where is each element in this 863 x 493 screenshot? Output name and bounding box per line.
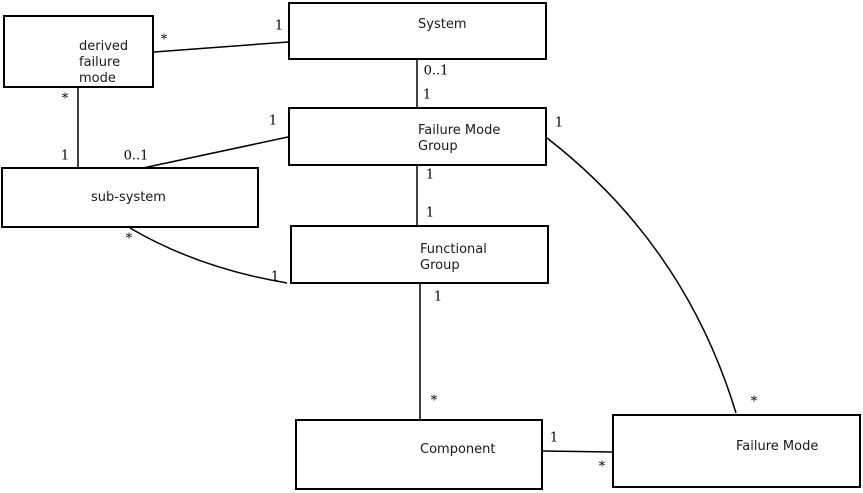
node-label-component: Component <box>420 442 495 458</box>
multiplicity-label-sub-system--functional-group-0: * <box>126 232 133 247</box>
node-label-line: Group <box>420 258 460 273</box>
multiplicity-label-failure-mode-group--functional-group-1: 1 <box>426 206 434 221</box>
multiplicity-label-functional-group--component-0: 1 <box>434 290 442 305</box>
multiplicity-label-component--failure-mode-0: 1 <box>550 431 558 446</box>
multiplicity-label-derived-failure-mode--system-1: 1 <box>275 19 283 34</box>
edge-component--failure-mode <box>542 450 613 453</box>
node-failure-mode-group <box>288 107 547 166</box>
edge-failure-mode-group--failure-mode <box>546 137 737 414</box>
edge-sub-system--functional-group <box>129 227 288 284</box>
multiplicity-label-sub-system--functional-group-1: 1 <box>271 270 279 285</box>
multiplicity-label-sub-system--failure-mode-group-1: 1 <box>269 114 277 129</box>
node-label-line: mode <box>79 71 116 86</box>
node-label-line: System <box>418 17 467 32</box>
node-label-line: Functional <box>420 242 487 257</box>
multiplicity-label-component--failure-mode-1: * <box>599 460 606 475</box>
node-label-line: Component <box>420 442 496 457</box>
multiplicity-label-derived-failure-mode--sub-system-0: * <box>62 92 69 107</box>
multiplicity-label-sub-system--failure-mode-group-0: 0..1 <box>124 149 149 164</box>
node-system <box>288 2 547 60</box>
node-label-line: Group <box>418 139 458 154</box>
multiplicity-label-derived-failure-mode--sub-system-1: 1 <box>61 149 69 164</box>
multiplicity-label-functional-group--component-1: * <box>431 394 438 409</box>
node-label-failure-mode: Failure Mode <box>736 439 818 455</box>
edge-derived-failure-mode--system <box>153 41 289 53</box>
node-label-line: failure <box>79 55 121 70</box>
multiplicity-label-derived-failure-mode--system-0: * <box>161 33 168 48</box>
node-label-sub-system: sub-system <box>91 190 166 206</box>
multiplicity-label-failure-mode-group--functional-group-0: 1 <box>426 168 434 183</box>
node-component <box>295 419 543 490</box>
node-label-line: sub-system <box>91 190 166 205</box>
node-functional-group <box>290 225 549 284</box>
node-label-system: System <box>418 17 466 33</box>
multiplicity-label-system--failure-mode-group-0: 0..1 <box>424 64 449 79</box>
node-label-line: Failure Mode <box>418 123 501 138</box>
node-failure-mode <box>612 414 861 488</box>
multiplicity-label-failure-mode-group--failure-mode-1: * <box>751 395 758 410</box>
node-label-line: derived <box>79 39 129 54</box>
edge-sub-system--failure-mode-group <box>142 136 289 169</box>
node-sub-system <box>1 167 259 228</box>
multiplicity-label-failure-mode-group--failure-mode-0: 1 <box>555 116 563 131</box>
node-label-line: Failure Mode <box>736 439 819 454</box>
node-derived-failure-mode <box>3 15 154 88</box>
multiplicity-label-system--failure-mode-group-1: 1 <box>423 88 431 103</box>
